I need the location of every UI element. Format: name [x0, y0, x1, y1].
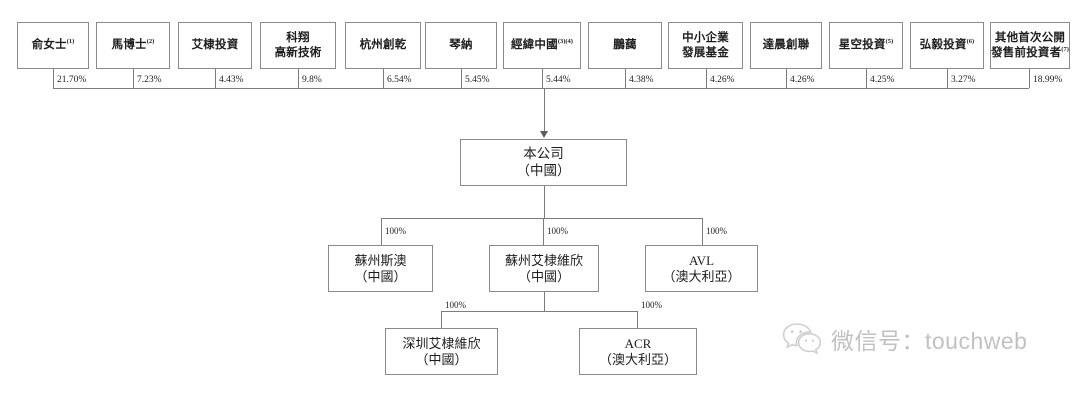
sub2-bus-line: [441, 311, 637, 312]
wechat-icon: [782, 322, 822, 356]
subsidiary-name: 蘇州艾棣維欣: [504, 252, 583, 268]
shareholder-footnote-ref: (6): [966, 38, 975, 46]
shareholder-footnote-ref: (7): [1061, 45, 1069, 53]
subsidiary-name: 蘇州斯澳: [354, 252, 407, 268]
shareholder-name-line: 星空投資(5): [838, 38, 894, 52]
shareholder-drop-line-5: [461, 69, 462, 88]
sub2-drop-line-1: [637, 311, 638, 328]
watermark: 微信号：touchweb: [782, 322, 1027, 356]
subsidiary-percent-1: 100%: [547, 226, 568, 236]
shareholder-footnote-ref: (1): [66, 38, 75, 46]
shareholder-percent-1: 7.23%: [137, 75, 162, 85]
shareholder-percent-12: 18.99%: [1033, 75, 1063, 85]
shareholder-name-line: 馬博士(2): [111, 38, 155, 52]
shareholder-name-line: 發展基金: [682, 46, 729, 59]
subsidiary-node-0[interactable]: 蘇州斯澳（中國）: [328, 245, 433, 292]
shareholder-percent-6: 5.44%: [546, 75, 571, 85]
sub2-name: 深圳艾棣維欣: [402, 335, 481, 351]
shareholder-name-line: 杭州創乾: [359, 39, 407, 52]
shareholder-node-9[interactable]: 達晨創聯: [750, 22, 822, 69]
shareholder-drop-line-1: [133, 69, 134, 88]
shareholder-name-line: 達晨創聯: [762, 39, 810, 52]
company-arrow-shaft: [544, 88, 545, 133]
shareholder-node-10[interactable]: 星空投資(5): [829, 22, 903, 69]
shareholder-percent-8: 4.26%: [710, 75, 735, 85]
shareholder-name-line: 科翔: [286, 32, 310, 45]
shareholder-name-line: 經緯中國(3)(4): [511, 38, 573, 52]
sub2-percent-0: 100%: [445, 300, 466, 310]
shareholder-name-line: 發售前投資者(7): [991, 45, 1069, 59]
shareholder-percent-4: 6.54%: [387, 75, 412, 85]
company-stem-line: [544, 186, 545, 218]
shareholder-drop-line-7: [625, 69, 626, 88]
subsidiary-name: AVL: [688, 252, 715, 268]
shareholder-percent-5: 5.45%: [465, 75, 490, 85]
shareholder-node-1[interactable]: 馬博士(2): [96, 22, 170, 69]
shareholder-name-line: 中小企業: [682, 32, 729, 45]
company-arrow-head: [540, 131, 548, 138]
subsidiary-drop-line-2: [702, 218, 703, 245]
shareholder-drop-line-3: [298, 69, 299, 88]
shareholder-name-line: 其他首次公開: [994, 32, 1066, 45]
shareholder-node-11[interactable]: 弘毅投資(6): [910, 22, 984, 69]
shareholder-drop-line-6: [542, 69, 543, 88]
shareholder-percent-9: 4.26%: [790, 75, 815, 85]
sub2-node-1[interactable]: ACR（澳大利亞）: [579, 328, 697, 375]
shareholder-footnote-ref: (2): [146, 38, 155, 46]
shareholder-drop-line-12: [1029, 69, 1030, 88]
subsidiary-drop-line-0: [381, 218, 382, 245]
shareholder-node-12[interactable]: 其他首次公開發售前投資者(7): [990, 22, 1070, 69]
shareholder-drop-line-9: [786, 69, 787, 88]
sub2-jurisdiction: （中國）: [415, 351, 468, 367]
shareholder-node-5[interactable]: 琴納: [425, 22, 497, 69]
company-node[interactable]: 本公司 （中國）: [460, 139, 627, 186]
subsidiary-jurisdiction: （中國）: [354, 268, 407, 284]
shareholder-name-line: 艾棣投資: [191, 39, 239, 52]
watermark-text: 微信号：touchweb: [831, 328, 1028, 354]
shareholder-name-line: 鵬藹: [613, 39, 637, 52]
shareholder-footnote-ref: (3)(4): [557, 38, 573, 46]
shareholder-percent-3: 9.8%: [302, 75, 322, 85]
subsidiary-node-1[interactable]: 蘇州艾棣維欣（中國）: [489, 245, 599, 292]
shareholder-name-line: 俞女士(1): [31, 38, 75, 52]
shareholder-bus-line: [53, 88, 1029, 89]
shareholder-drop-line-0: [53, 69, 54, 88]
sub2-node-0[interactable]: 深圳艾棣維欣（中國）: [385, 328, 498, 375]
company-jurisdiction: （中國）: [516, 162, 571, 178]
subsidiary-jurisdiction: （澳大利亞）: [662, 268, 741, 284]
subsidiary-drop-line-1: [543, 218, 544, 245]
shareholder-name-line: 高新技術: [274, 46, 322, 59]
shareholder-name-line: 弘毅投資(6): [919, 38, 975, 52]
shareholder-node-3[interactable]: 科翔高新技術: [260, 22, 336, 69]
shareholder-percent-0: 21.70%: [57, 75, 87, 85]
shareholder-name-line: 琴納: [449, 39, 473, 52]
shareholder-drop-line-2: [215, 69, 216, 88]
company-name: 本公司: [523, 146, 564, 162]
subsidiary-jurisdiction: （中國）: [517, 268, 570, 284]
subsidiary-percent-2: 100%: [706, 226, 727, 236]
shareholder-node-7[interactable]: 鵬藹: [588, 22, 662, 69]
shareholder-drop-line-11: [947, 69, 948, 88]
sub2-percent-1: 100%: [641, 300, 662, 310]
shareholder-node-6[interactable]: 經緯中國(3)(4): [503, 22, 581, 69]
shareholder-node-0[interactable]: 俞女士(1): [17, 22, 89, 69]
shareholder-footnote-ref: (5): [885, 38, 894, 46]
shareholder-drop-line-8: [706, 69, 707, 88]
shareholder-drop-line-10: [866, 69, 867, 88]
shareholder-percent-11: 3.27%: [951, 75, 976, 85]
shareholder-node-4[interactable]: 杭州創乾: [345, 22, 421, 69]
sub2-jurisdiction: （澳大利亞）: [598, 351, 677, 367]
sub2-stem-line: [544, 292, 545, 311]
subsidiary-percent-0: 100%: [385, 226, 406, 236]
sub2-name: ACR: [624, 335, 652, 351]
shareholder-percent-2: 4.43%: [219, 75, 244, 85]
shareholder-node-2[interactable]: 艾棣投資: [178, 22, 252, 69]
shareholder-percent-10: 4.25%: [870, 75, 895, 85]
shareholder-drop-line-4: [383, 69, 384, 88]
shareholder-node-8[interactable]: 中小企業發展基金: [668, 22, 743, 69]
subsidiary-bus-line: [381, 218, 702, 219]
shareholder-percent-7: 4.38%: [629, 75, 654, 85]
sub2-drop-line-0: [441, 311, 442, 328]
subsidiary-node-2[interactable]: AVL（澳大利亞）: [645, 245, 758, 292]
